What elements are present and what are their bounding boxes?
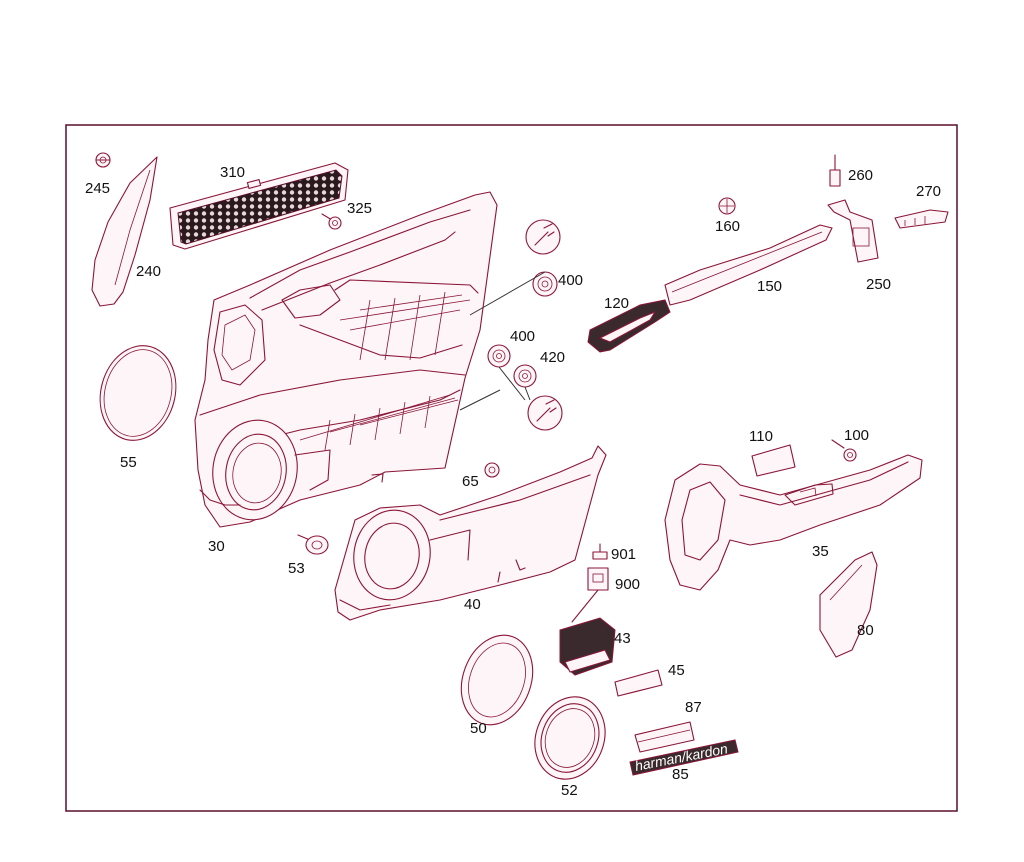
speaker-ring-55[interactable] — [90, 337, 186, 449]
leader-lines — [459, 271, 546, 411]
label-43: 43 — [614, 630, 631, 647]
label-270: 270 — [916, 183, 941, 200]
label-150: 150 — [757, 278, 782, 295]
label-53: 53 — [288, 560, 305, 577]
label-80: 80 — [857, 622, 874, 639]
fastener-53[interactable] — [297, 534, 329, 555]
label-400b: 400 — [510, 328, 535, 345]
clip-400b[interactable] — [487, 344, 511, 368]
connector-900[interactable] — [571, 567, 609, 623]
clip-400a[interactable] — [532, 271, 558, 297]
label-900: 900 — [615, 576, 640, 593]
clip-420[interactable] — [513, 364, 537, 388]
label-325: 325 — [347, 200, 372, 217]
armrest-35[interactable] — [664, 454, 923, 591]
clip-245[interactable] — [95, 152, 111, 168]
cover-110[interactable] — [751, 444, 796, 477]
label-50: 50 — [470, 720, 487, 737]
door-panel-30[interactable] — [194, 191, 498, 528]
pin-260[interactable] — [829, 154, 841, 187]
label-250: 250 — [866, 276, 891, 293]
label-120: 120 — [604, 295, 629, 312]
trim-strip-150[interactable] — [664, 224, 833, 306]
label-40: 40 — [464, 596, 481, 613]
ring-50[interactable] — [449, 625, 544, 735]
clip-65[interactable] — [484, 462, 500, 478]
label-160: 160 — [715, 218, 740, 235]
screw-100[interactable] — [831, 439, 857, 462]
handle-120[interactable] — [587, 299, 671, 353]
door-panel-40[interactable] — [334, 445, 607, 621]
bracket-250[interactable] — [827, 199, 879, 263]
plug-270[interactable] — [894, 209, 949, 229]
label-420: 420 — [540, 349, 565, 366]
wrench-icon-400b[interactable] — [527, 395, 563, 431]
label-245: 245 — [85, 180, 110, 197]
panel-80[interactable] — [819, 551, 878, 658]
screw-325[interactable] — [321, 213, 342, 230]
label-260: 260 — [848, 167, 873, 184]
label-85: 85 — [672, 766, 689, 783]
label-100: 100 — [844, 427, 869, 444]
ring-52[interactable] — [524, 687, 617, 789]
label-901: 901 — [611, 546, 636, 563]
wrench-icon-400a[interactable] — [525, 219, 561, 255]
label-30: 30 — [208, 538, 225, 555]
label-87: 87 — [685, 699, 702, 716]
label-35: 35 — [812, 543, 829, 560]
label-45: 45 — [668, 662, 685, 679]
trim-strip-240[interactable] — [91, 156, 158, 307]
label-65: 65 — [462, 473, 479, 490]
insert-45[interactable] — [614, 669, 663, 697]
clip-160[interactable] — [718, 197, 736, 215]
label-240: 240 — [136, 263, 161, 280]
label-55: 55 — [120, 454, 137, 471]
speaker-grille-310[interactable] — [169, 162, 349, 250]
label-310: 310 — [220, 164, 245, 181]
switch-43[interactable] — [559, 617, 616, 676]
bracket-87[interactable] — [634, 721, 695, 753]
connector-901[interactable] — [592, 543, 608, 560]
label-400a: 400 — [558, 272, 583, 289]
label-52: 52 — [561, 782, 578, 799]
label-110: 110 — [749, 428, 773, 445]
